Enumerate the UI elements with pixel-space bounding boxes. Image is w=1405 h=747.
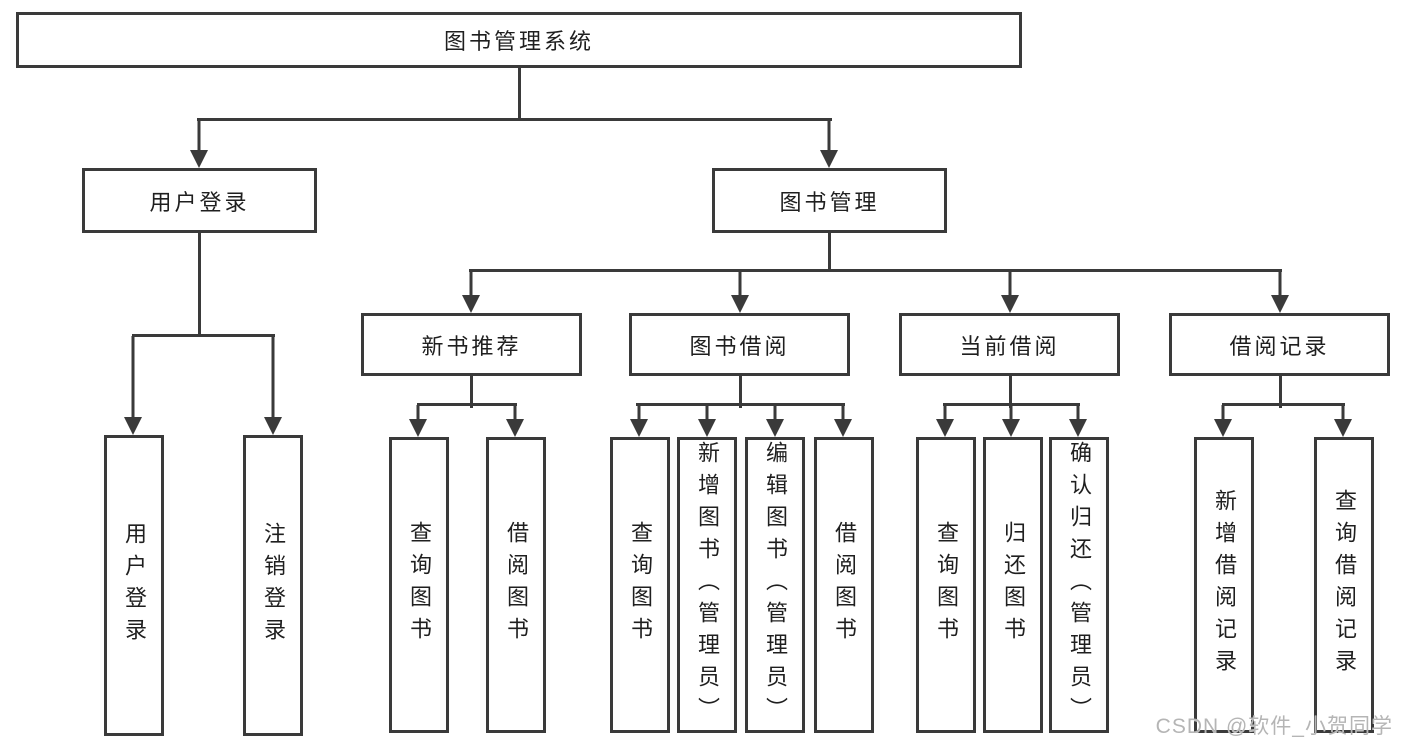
leaf-borrowing-query-books-label: 查询图书 bbox=[628, 521, 653, 649]
arrow-to-current-return bbox=[1002, 405, 1020, 437]
leaf-borrowing-borrow-books: 借阅图书 bbox=[814, 437, 874, 733]
arrow-to-new-book-recommend bbox=[462, 271, 480, 313]
leaf-records-query-record: 查询借阅记录 bbox=[1314, 437, 1374, 733]
leaf-current-query-books-label: 查询图书 bbox=[934, 521, 959, 649]
node-book-borrowing: 图书借阅 bbox=[629, 313, 850, 376]
connector-records-stem bbox=[1279, 375, 1282, 408]
node-new-book-recommend: 新书推荐 bbox=[361, 313, 582, 376]
connector-recommend-stem bbox=[470, 375, 473, 408]
leaf-borrowing-edit-books-admin: 编辑图书（管理员） bbox=[745, 437, 805, 733]
arrow-to-book-management bbox=[820, 120, 838, 168]
arrow-to-borrow-borrow bbox=[834, 405, 852, 437]
leaf-user-login-label: 用户登录 bbox=[122, 521, 147, 650]
leaf-user-login: 用户登录 bbox=[104, 435, 164, 736]
leaf-current-query-books: 查询图书 bbox=[916, 437, 976, 733]
leaf-borrowing-query-books: 查询图书 bbox=[610, 437, 670, 733]
arrow-to-borrow-query bbox=[630, 405, 648, 437]
arrow-to-recommend-query bbox=[409, 405, 427, 437]
node-borrowing-records-label: 借阅记录 bbox=[1229, 333, 1330, 359]
arrow-to-borrowing-records bbox=[1271, 271, 1289, 313]
arrow-to-current-borrowing bbox=[1001, 271, 1019, 313]
leaf-records-query-record-label: 查询借阅记录 bbox=[1332, 489, 1357, 681]
arrow-to-leaf-user-login bbox=[124, 336, 142, 435]
arrow-to-book-borrowing bbox=[731, 271, 749, 313]
connector-borrowing-stem bbox=[739, 375, 742, 408]
node-user-login-label: 用户登录 bbox=[149, 189, 250, 215]
arrow-to-records-add bbox=[1214, 405, 1232, 437]
node-user-login: 用户登录 bbox=[82, 168, 317, 233]
leaf-borrowing-borrow-books-label: 借阅图书 bbox=[832, 521, 857, 649]
csdn-watermark: CSDN @软件_小贺同学 bbox=[1155, 715, 1393, 738]
arrow-to-user-login bbox=[190, 120, 208, 168]
node-current-borrowing: 当前借阅 bbox=[899, 313, 1120, 376]
leaf-borrowing-add-books-admin-label: 新增图书（管理员） bbox=[695, 441, 720, 729]
leaf-current-confirm-return-admin-label: 确认归还（管理员） bbox=[1067, 441, 1092, 729]
node-book-management: 图书管理 bbox=[712, 168, 947, 233]
leaf-recommend-borrow-books: 借阅图书 bbox=[486, 437, 546, 733]
connector-level2-rail bbox=[469, 269, 1282, 272]
connector-current-stem bbox=[1009, 375, 1012, 408]
arrow-to-borrow-add bbox=[698, 405, 716, 437]
leaf-records-add-record: 新增借阅记录 bbox=[1194, 437, 1254, 733]
leaf-logout-label: 注销登录 bbox=[261, 521, 286, 650]
node-root-library-system: 图书管理系统 bbox=[16, 12, 1022, 68]
leaf-records-add-record-label: 新增借阅记录 bbox=[1212, 489, 1237, 681]
connector-root-stem bbox=[518, 67, 521, 121]
connector-recommend-rail bbox=[417, 403, 517, 406]
node-new-book-recommend-label: 新书推荐 bbox=[421, 333, 522, 359]
arrow-to-borrow-edit bbox=[766, 405, 784, 437]
connector-records-rail bbox=[1222, 403, 1345, 406]
arrow-to-recommend-borrow bbox=[506, 405, 524, 437]
node-book-management-label: 图书管理 bbox=[779, 189, 880, 215]
arrow-to-current-confirm bbox=[1069, 405, 1087, 437]
leaf-current-return-books-label: 归还图书 bbox=[1001, 521, 1026, 649]
leaf-logout: 注销登录 bbox=[243, 435, 303, 736]
connector-book-management-stem bbox=[828, 232, 831, 272]
connector-level1-rail bbox=[197, 118, 832, 121]
node-borrowing-records: 借阅记录 bbox=[1169, 313, 1390, 376]
connector-current-rail bbox=[943, 403, 1080, 406]
leaf-current-confirm-return-admin: 确认归还（管理员） bbox=[1049, 437, 1109, 733]
connector-user-login-rail bbox=[132, 334, 275, 337]
arrow-to-leaf-logout bbox=[264, 336, 282, 435]
connector-user-login-stem bbox=[198, 232, 201, 337]
arrow-to-current-query bbox=[936, 405, 954, 437]
node-current-borrowing-label: 当前借阅 bbox=[959, 333, 1060, 359]
leaf-recommend-query-books-label: 查询图书 bbox=[407, 521, 432, 649]
leaf-recommend-query-books: 查询图书 bbox=[389, 437, 449, 733]
leaf-borrowing-edit-books-admin-label: 编辑图书（管理员） bbox=[763, 441, 788, 729]
node-root-label: 图书管理系统 bbox=[443, 29, 594, 54]
arrow-to-records-query bbox=[1334, 405, 1352, 437]
connector-borrowing-rail bbox=[636, 403, 845, 406]
leaf-borrowing-add-books-admin: 新增图书（管理员） bbox=[677, 437, 737, 733]
node-book-borrowing-label: 图书借阅 bbox=[689, 333, 790, 359]
leaf-current-return-books: 归还图书 bbox=[983, 437, 1043, 733]
leaf-recommend-borrow-books-label: 借阅图书 bbox=[504, 521, 529, 649]
